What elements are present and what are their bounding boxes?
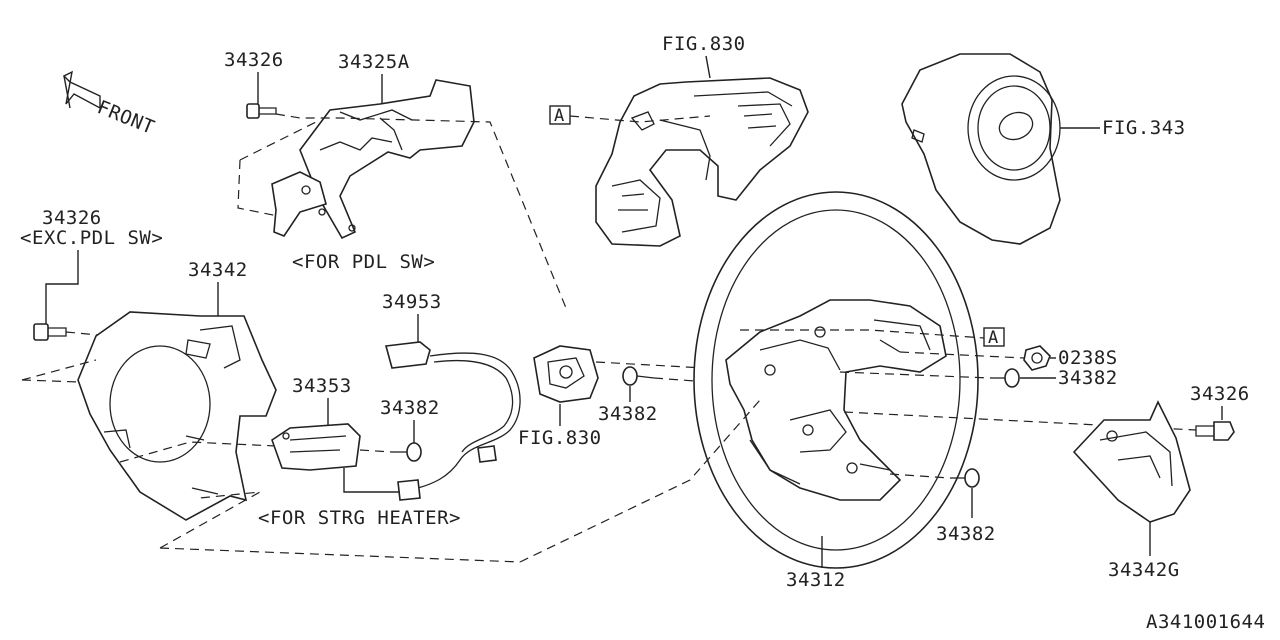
part-34382-mid-label: 34382	[380, 397, 440, 419]
heater-switch-34353	[271, 423, 361, 471]
nut-0238S	[1023, 345, 1051, 371]
part-34382-bottom-label: 34382	[936, 523, 996, 545]
screw-34382-bottom	[950, 468, 980, 488]
part-34342-label: 34342	[188, 259, 248, 281]
airbag-module	[901, 53, 1061, 245]
lower-cover-34342G	[1072, 400, 1191, 523]
screw-34326-right	[1195, 421, 1235, 441]
part-34326-right-label: 34326	[1190, 383, 1250, 405]
screw-34382-mid	[392, 442, 422, 462]
part-34312-label: 34312	[786, 569, 846, 591]
fig-343-label: FIG.343	[1102, 117, 1186, 139]
fig-830-mid-label: FIG.830	[518, 427, 602, 449]
ref-a-top-label: A	[554, 106, 565, 126]
steering-wheel-34312	[693, 191, 979, 569]
screw-34382-right	[990, 368, 1020, 388]
part-34325A-label: 34325A	[338, 51, 410, 73]
part-34353-label: 34353	[292, 375, 352, 397]
column-cover-34342	[77, 311, 277, 521]
part-34326-left-label: 34326	[42, 207, 102, 229]
heater-harness-34953	[384, 341, 521, 501]
screw-34326-top	[246, 103, 277, 119]
front-arrow-icon	[62, 70, 101, 110]
ref-a-top-box	[549, 105, 571, 125]
switch-module-top	[595, 77, 809, 247]
document-id: A341001644	[1146, 611, 1265, 633]
ref-a-right-label: A	[988, 328, 999, 348]
switch-module-center	[533, 345, 599, 403]
part-0238S-label: 0238S	[1058, 347, 1118, 369]
screw-34382-center	[622, 366, 655, 386]
for-pdl-sw-label: <FOR PDL SW>	[292, 251, 435, 273]
exc-pdl-sw-label: <EXC.PDL SW>	[20, 227, 163, 249]
dash-paddle-to-wheel	[275, 113, 567, 309]
fig-830-top-label: FIG.830	[662, 33, 746, 55]
part-34382-center-label: 34382	[598, 403, 658, 425]
part-34342G-label: 34342G	[1108, 559, 1180, 581]
ref-a-right-box	[983, 327, 1005, 347]
part-34953-label: 34953	[382, 291, 442, 313]
for-strg-heater-label: <FOR STRG HEATER>	[258, 507, 461, 529]
part-34326-top-label: 34326	[224, 49, 284, 71]
screw-34326-left	[33, 323, 67, 341]
paddle-switch-assembly	[271, 79, 475, 240]
front-label: FRONT	[94, 96, 158, 139]
part-34382-right-label: 34382	[1058, 367, 1118, 389]
